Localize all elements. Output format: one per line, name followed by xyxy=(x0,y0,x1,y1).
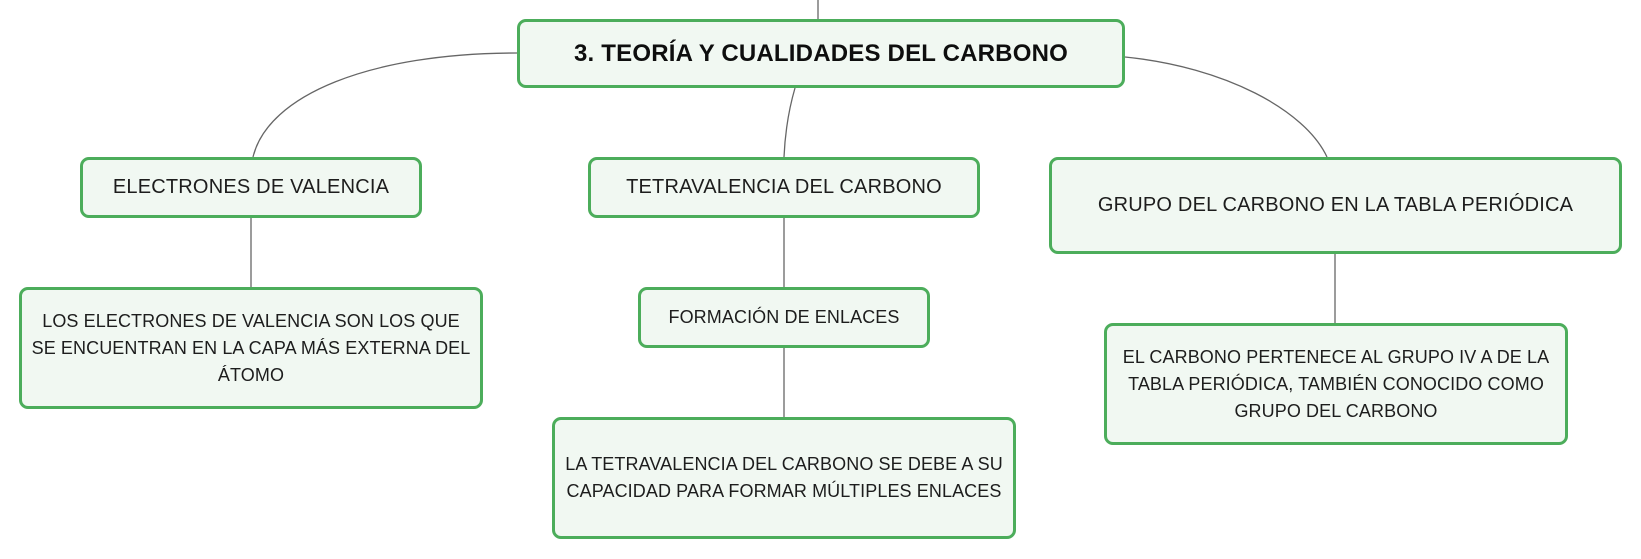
root-topic-label: 3. TEORÍA Y CUALIDADES DEL CARBONO xyxy=(574,39,1068,67)
topic-label-tetravalencia-del-carbono: TETRAVALENCIA DEL CARBONO xyxy=(626,176,942,198)
topic-label-electrones-de-valencia: ELECTRONES DE VALENCIA xyxy=(112,176,390,198)
connector-root-to-electrones xyxy=(252,52,518,158)
detail-node-electrones-de-valencia[interactable]: LOS ELECTRONES DE VALENCIA SON LOS QUE S… xyxy=(19,287,483,409)
detail-node-tetravalencia-del-carbono[interactable]: LA TETRAVALENCIA DEL CARBONO SE DEBE A S… xyxy=(552,417,1016,539)
detail-text-tetravalencia-del-carbono: LA TETRAVALENCIA DEL CARBONO SE DEBE A S… xyxy=(565,454,1003,501)
detail-node-grupo-del-carbono[interactable]: EL CARBONO PERTENECE AL GRUPO IV A DE LA… xyxy=(1104,323,1568,445)
subtopic-node-formacion-de-enlaces[interactable]: FORMACIÓN DE ENLACES xyxy=(638,287,930,348)
detail-text-electrones-de-valencia: LOS ELECTRONES DE VALENCIA SON LOS QUE S… xyxy=(31,310,471,385)
connector-root-to-grupo xyxy=(1124,56,1328,158)
root-topic-node[interactable]: 3. TEORÍA Y CUALIDADES DEL CARBONO xyxy=(517,19,1125,88)
topic-label-grupo-del-carbono: GRUPO DEL CARBONO EN LA TABLA PERIÓDICA xyxy=(1097,194,1574,216)
topic-node-electrones-de-valencia[interactable]: ELECTRONES DE VALENCIA xyxy=(80,157,422,218)
topic-node-grupo-del-carbono[interactable]: GRUPO DEL CARBONO EN LA TABLA PERIÓDICA xyxy=(1049,157,1622,254)
subtopic-label-formacion-de-enlaces: FORMACIÓN DE ENLACES xyxy=(668,307,900,327)
detail-text-grupo-del-carbono: EL CARBONO PERTENECE AL GRUPO IV A DE LA… xyxy=(1122,346,1550,421)
connector-root-to-tetravalencia xyxy=(783,87,796,158)
topic-node-tetravalencia-del-carbono[interactable]: TETRAVALENCIA DEL CARBONO xyxy=(588,157,980,218)
